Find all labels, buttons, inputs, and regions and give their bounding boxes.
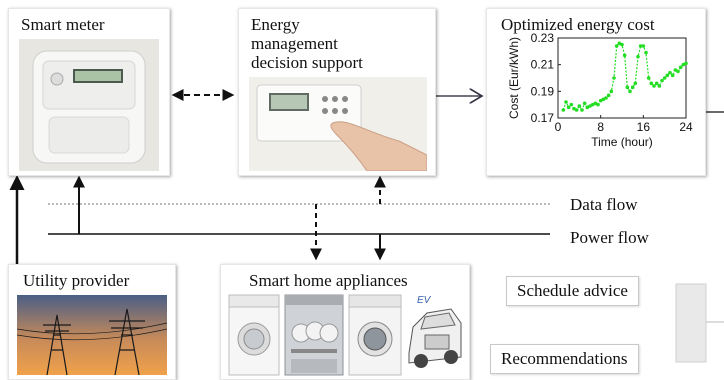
cost-point-46 <box>684 61 688 66</box>
cost-point-2 <box>566 105 571 110</box>
cost-point-44 <box>678 65 683 70</box>
dishwasher-icon <box>284 294 344 376</box>
x-tick-label-0: 0 <box>555 120 562 134</box>
cost-point-8 <box>582 101 587 106</box>
cost-point-32 <box>646 76 651 80</box>
smart-meter-box: Smart meter <box>8 8 170 176</box>
cost-point-34 <box>652 84 656 88</box>
recommendations-box: Recommendations <box>490 344 639 374</box>
cost-point-3 <box>569 102 574 107</box>
energy-management-title-line-1: Energy <box>251 15 300 34</box>
cost-point-40 <box>668 70 672 75</box>
cost-point-12 <box>593 101 598 106</box>
smart-meter-image <box>19 39 159 171</box>
cost-point-16 <box>604 96 608 100</box>
x-tick-label-1: 8 <box>597 120 604 134</box>
power-flow-label: Power flow <box>570 228 649 247</box>
data-flow-label: Data flow <box>570 195 638 214</box>
chart-title: Optimized energy cost <box>501 15 655 34</box>
utility-provider-title: Utility provider <box>23 271 130 290</box>
cost-point-20 <box>614 44 619 48</box>
ev-badge: EV <box>417 295 431 306</box>
front-loader-icon <box>348 294 402 376</box>
cost-point-19 <box>612 76 616 80</box>
smart-meter-title: Smart meter <box>21 15 105 34</box>
cost-series-line <box>562 42 687 112</box>
cost-point-15 <box>601 97 606 102</box>
appliances-image <box>228 294 462 376</box>
cost-point-42 <box>673 68 678 72</box>
cost-point-4 <box>572 106 576 111</box>
cost-point-28 <box>636 54 640 59</box>
output-bracket <box>675 283 707 363</box>
cost-point-13 <box>596 102 600 107</box>
cost-point-22 <box>620 42 624 47</box>
plot-area <box>557 37 687 119</box>
energy-management-title-line-2: management <box>251 34 338 53</box>
cost-point-23 <box>622 53 627 58</box>
cost-point-36 <box>657 84 662 88</box>
cost-point-1 <box>564 100 568 104</box>
cost-point-11 <box>590 102 595 107</box>
cost-point-7 <box>580 108 584 112</box>
energy-management-box: Energy management decision support <box>238 8 436 176</box>
cost-point-26 <box>630 85 635 90</box>
smart-appliances-title: Smart home appliances <box>249 271 408 290</box>
cost-point-9 <box>585 105 590 110</box>
utility-provider-box: Utility provider <box>8 264 176 380</box>
y-tick-label-0: 0.17 <box>531 111 555 125</box>
y-tick-label-2: 0.21 <box>531 58 555 72</box>
y-tick-label-1: 0.19 <box>531 84 555 98</box>
cost-point-21 <box>617 41 622 46</box>
cost-point-17 <box>606 93 611 98</box>
cost-point-41 <box>670 73 675 78</box>
x-axis-label: Time (hour) <box>591 135 653 149</box>
x-tick-label-2: 16 <box>637 120 651 134</box>
cost-point-43 <box>676 69 680 74</box>
y-tick-label-3: 0.23 <box>531 32 555 45</box>
x-tick-label-3: 24 <box>679 120 693 134</box>
cost-point-38 <box>662 76 667 80</box>
cost-point-24 <box>625 85 630 90</box>
y-axis-label: Cost (Eur/kWh) <box>507 37 521 119</box>
cost-point-33 <box>649 81 654 86</box>
washing-machine-icon <box>228 294 280 376</box>
thermostat-image <box>249 77 427 171</box>
cost-point-14 <box>598 98 603 103</box>
cost-point-10 <box>588 104 592 108</box>
cost-point-29 <box>638 44 643 48</box>
cost-point-35 <box>654 81 659 86</box>
schedule-advice-box: Schedule advice <box>506 276 639 306</box>
electric-vehicle-icon <box>408 308 462 368</box>
cost-point-31 <box>644 50 648 55</box>
power-pylons-image <box>17 295 167 375</box>
cost-point-5 <box>574 108 579 112</box>
energy-management-title-line-3: decision support <box>251 53 363 72</box>
cost-point-18 <box>609 89 614 94</box>
cost-point-0 <box>561 108 566 112</box>
smart-appliances-box: Smart home appliances <box>220 264 470 380</box>
cost-point-6 <box>577 104 582 108</box>
cost-point-45 <box>681 62 686 67</box>
cost-point-25 <box>628 89 632 94</box>
cost-point-37 <box>660 78 664 83</box>
cost-point-39 <box>665 73 670 78</box>
cost-point-27 <box>633 81 638 86</box>
cost-point-30 <box>641 44 646 48</box>
